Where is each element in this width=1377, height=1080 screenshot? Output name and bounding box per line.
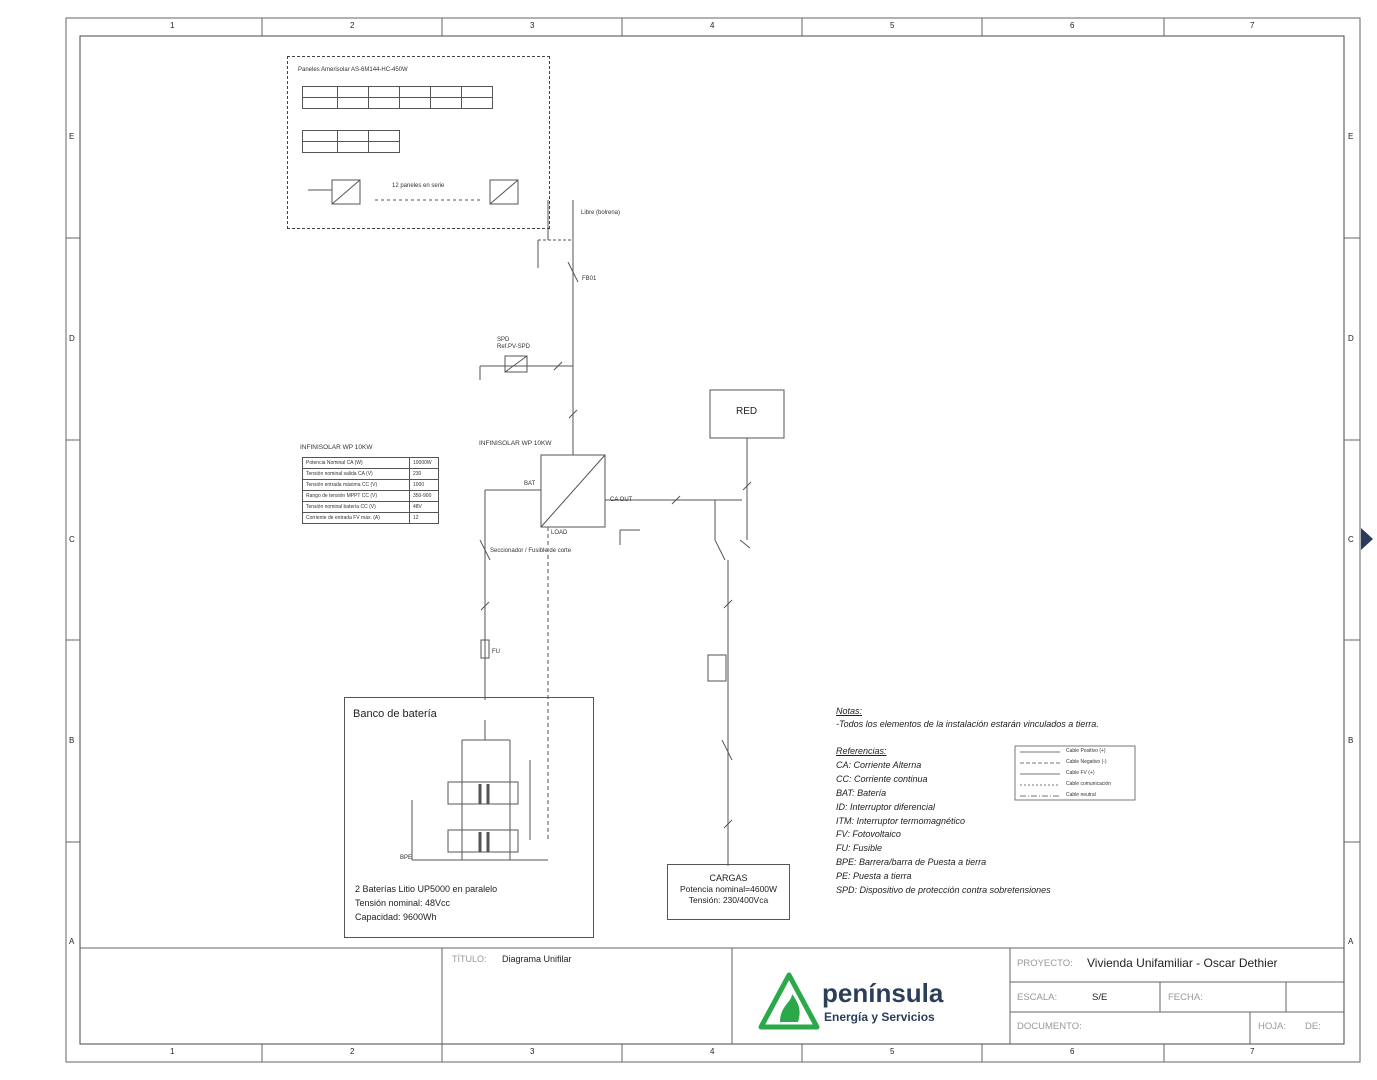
loads-power: Potencia nominal=4600W (679, 884, 778, 894)
col-label-bottom-3: 3 (530, 1047, 535, 1056)
titulo-value: Diagrama Unifilar (502, 954, 572, 964)
col-label-7: 7 (1250, 21, 1255, 30)
col-label-bottom-2: 2 (350, 1047, 355, 1056)
logo-name: península (822, 978, 944, 1008)
inv-spec-1-val: 230 (409, 468, 439, 480)
inv-spec-3-name: Rango de tensión MPPT CC (V) (302, 490, 410, 502)
inv-spec-4-name: Tensión nominal batería CC (V) (302, 501, 410, 513)
pv-specs-table (302, 86, 493, 109)
pv-block-title: Paneles Amerisolar AS-6M144-HC-450W (298, 67, 408, 73)
inv-spec-2-name: Tensión entrada máxima CC (V) (302, 479, 410, 491)
legend-item: Cable FV (+) (1066, 770, 1095, 776)
peninsula-logo-icon (758, 972, 820, 1030)
battery-line-2: Tensión nominal: 48Vcc (355, 898, 451, 908)
inv-spec-3-val: 350-900 (409, 490, 439, 502)
ref-item: ITM: Interruptor termomagnético (836, 816, 966, 826)
col-label-5: 5 (890, 21, 895, 30)
hoja-value: DE: (1305, 1021, 1321, 1032)
refs-heading: Referencias: (836, 746, 887, 756)
row-label-e-right: E (1348, 132, 1354, 141)
col-label-2: 2 (350, 21, 355, 30)
col-label-bottom-1: 1 (170, 1047, 175, 1056)
legend-item: Cable Negativo (-) (1066, 759, 1107, 765)
bpe-label: BPE (400, 855, 413, 861)
row-label-b: B (69, 736, 75, 745)
inv-spec-5-name: Corriente de entrada FV máx. (A) (302, 512, 410, 524)
next-page-arrow-icon[interactable] (1361, 528, 1373, 550)
row-label-c-right: C (1348, 535, 1354, 544)
ref-item: FU: Fusible (836, 843, 883, 853)
ref-item: BPE: Barrera/barra de Puesta a tierra (836, 857, 987, 867)
inv-spec-2-val: 1000 (409, 479, 439, 491)
legend-item: Cable comunicación (1066, 781, 1112, 787)
fecha-label: FECHA: (1168, 992, 1203, 1003)
inv-spec-1-name: Tensión nominal salida CA (V) (302, 468, 410, 480)
inverter-bat-label: BAT (524, 481, 536, 487)
inv-spec-5-val: 12 (409, 512, 439, 524)
col-label-bottom-6: 6 (1070, 1047, 1075, 1056)
logo-tagline: Energía y Servicios (824, 1010, 935, 1024)
proyecto-label: PROYECTO: (1017, 958, 1073, 969)
loads-block: CARGAS Potencia nominal=4600W Tensión: 2… (667, 864, 790, 920)
notes-text: -Todos los elementos de la instalación e… (836, 719, 1099, 729)
legend-item: Cable Positivo (+) (1066, 748, 1106, 754)
col-label-3: 3 (530, 21, 535, 30)
ref-item: BAT: Batería (836, 788, 887, 798)
battery-line-3: Capacidad: 9600Wh (355, 912, 437, 922)
grid-label: RED (736, 406, 758, 417)
inverter-specs-table: Potencia Nominal CA (W)10000W Tensión no… (302, 457, 439, 524)
battery-line-1: 2 Baterías Litio UP5000 en paralelo (355, 884, 498, 894)
ref-item: CC: Corriente continua (836, 774, 928, 784)
inv-spec-4-val: 48V (409, 501, 439, 513)
col-label-6: 6 (1070, 21, 1075, 30)
fuse-pv-label: FB01 (582, 276, 597, 282)
legend-item: Cable neutral (1066, 792, 1096, 798)
inverter-load-label: LOAD (551, 530, 568, 536)
col-label-bottom-4: 4 (710, 1047, 715, 1056)
spd-pv-label: SPD (497, 337, 510, 343)
row-label-a: A (69, 937, 75, 946)
row-label-e: E (69, 132, 75, 141)
row-label-b-right: B (1348, 736, 1354, 745)
spd-pv-detail: Ref.PV-SPD (497, 344, 531, 350)
battery-bank-title: Banco de batería (353, 708, 437, 720)
loads-title: CARGAS (709, 873, 748, 883)
escala-label: ESCALA: (1017, 992, 1058, 1003)
inverter-table-title: INFINISOLAR WP 10KW (300, 444, 373, 451)
row-label-c: C (69, 535, 75, 544)
ref-item: SPD: Dispositivo de protección contra so… (836, 885, 1051, 895)
proyecto-value: Vivienda Unifamiliar - Oscar Dethier (1087, 956, 1278, 970)
ref-item: CA: Corriente Alterna (836, 760, 922, 770)
hoja-label: HOJA: (1258, 1021, 1286, 1032)
inv-spec-0-name: Potencia Nominal CA (W) (302, 457, 410, 469)
notes-heading: Notas: (836, 706, 863, 716)
row-label-a-right: A (1348, 937, 1354, 946)
battery-bank-block: Banco de batería 2 Baterías Litio UP5000… (344, 697, 594, 938)
fu-label: FU (492, 649, 500, 655)
seccionador-label: Seccionador / Fusible de corte (490, 548, 572, 554)
inv-spec-0-val: 10000W (409, 457, 439, 469)
pv-temp-table (302, 130, 400, 153)
inverter-label: INFINISOLAR WP 10KW (479, 440, 552, 447)
col-label-bottom-5: 5 (890, 1047, 895, 1056)
col-label-4: 4 (710, 21, 715, 30)
pv-cable-label: Libre (bolrena) (581, 210, 621, 216)
titulo-label: TÍTULO: (452, 954, 487, 964)
pv-panel-block: Paneles Amerisolar AS-6M144-HC-450W 12 p… (287, 56, 550, 229)
inverter-ca-out-label: CA OUT (610, 497, 633, 503)
col-label-bottom-7: 7 (1250, 1047, 1255, 1056)
row-label-d: D (69, 334, 75, 343)
ref-item: ID: Interruptor diferencial (836, 802, 936, 812)
col-label-1: 1 (170, 21, 175, 30)
ref-item: PE: Puesta a tierra (836, 871, 912, 881)
ref-item: FV: Fotovoltaico (836, 829, 901, 839)
escala-value: S/E (1092, 992, 1108, 1003)
documento-label: DOCUMENTO: (1017, 1021, 1082, 1032)
loads-voltage: Tensión: 230/400Vca (688, 895, 769, 905)
pv-series-label: 12 paneles en serie (392, 183, 445, 189)
row-label-d-right: D (1348, 334, 1354, 343)
